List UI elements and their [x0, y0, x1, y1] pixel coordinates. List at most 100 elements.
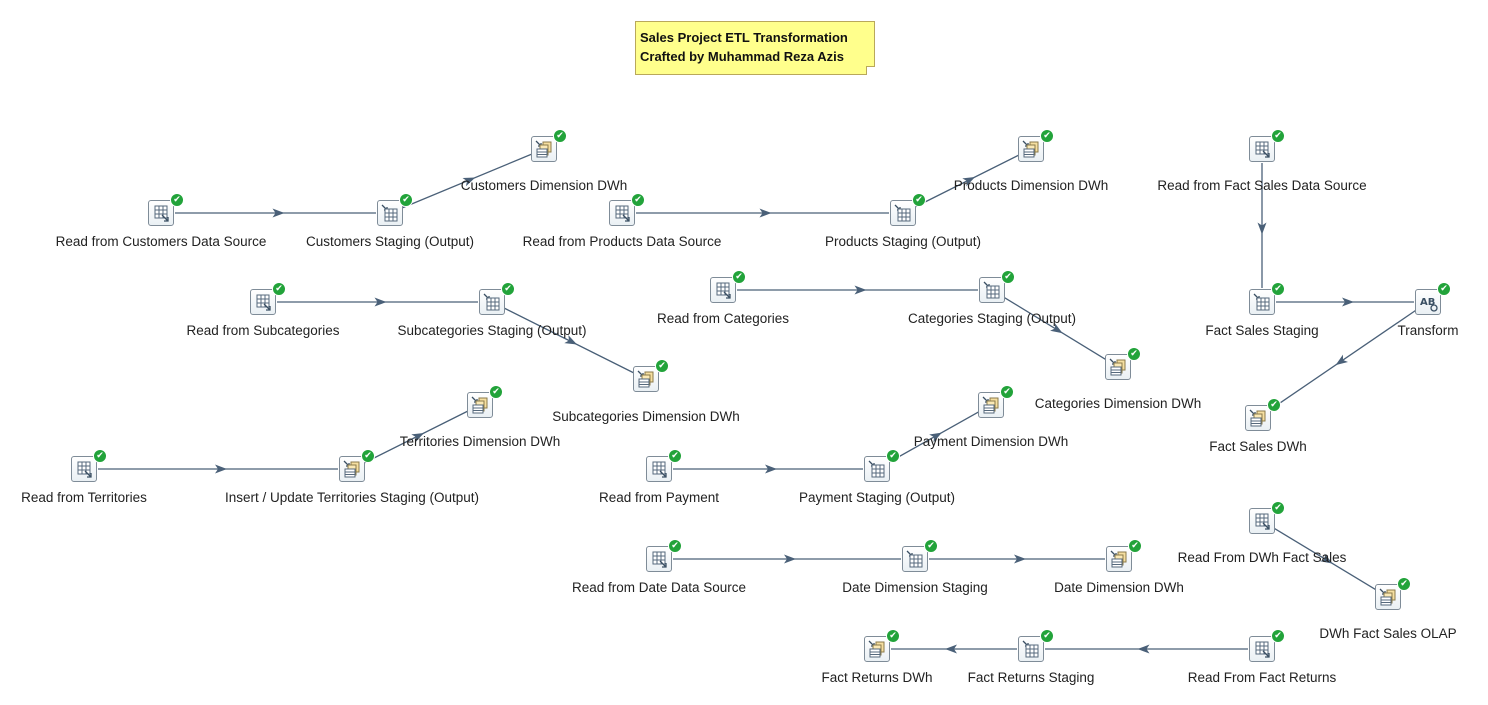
success-check-icon: ✔	[1271, 282, 1285, 296]
step-s9[interactable]: AB	[1415, 289, 1441, 315]
step-label: Territories Dimension DWh	[399, 434, 561, 449]
hop-arrow-icon	[1320, 553, 1333, 564]
success-check-icon: ✔	[631, 193, 645, 207]
success-check-icon: ✔	[1128, 539, 1142, 553]
success-check-icon: ✔	[1271, 629, 1285, 643]
hop-arrow-icon	[929, 432, 942, 443]
step-label: Fact Sales Staging	[1205, 323, 1319, 338]
canvas-note[interactable]: Sales Project ETL Transformation Crafted…	[635, 21, 875, 75]
hop-arrow-icon	[272, 208, 285, 218]
step-label: Read from Subcategories	[186, 323, 340, 338]
success-check-icon: ✔	[399, 193, 413, 207]
step-label: Subcategories Staging (Output)	[397, 323, 587, 338]
step-s3[interactable]	[531, 136, 557, 162]
step-label: Payment Staging (Output)	[798, 490, 956, 505]
step-label: Read from Territories	[21, 490, 147, 505]
table-output-icon	[983, 281, 1000, 299]
step-s12[interactable]	[479, 289, 505, 315]
step-label: Categories Staging (Output)	[907, 311, 1077, 326]
success-check-icon: ✔	[272, 282, 286, 296]
success-check-icon: ✔	[886, 449, 900, 463]
table-output-icon	[868, 460, 885, 478]
table-input-icon	[1255, 641, 1270, 658]
step-s17[interactable]	[71, 456, 97, 482]
step-s14[interactable]	[710, 277, 736, 303]
dimension-lookup-icon	[982, 396, 999, 414]
step-s10[interactable]	[1245, 405, 1271, 431]
step-s29[interactable]	[1018, 636, 1044, 662]
step-label: Payment Dimension DWh	[913, 434, 1069, 449]
step-label: Products Staging (Output)	[824, 234, 982, 249]
step-s28[interactable]	[1249, 636, 1275, 662]
hop-arrow-icon	[1137, 644, 1150, 654]
step-s15[interactable]	[979, 277, 1005, 303]
hop-arrow-icon	[784, 554, 796, 564]
success-check-icon: ✔	[924, 539, 938, 553]
step-s21[interactable]	[864, 456, 890, 482]
hop-arrow-icon	[215, 464, 227, 474]
success-check-icon: ✔	[886, 629, 900, 643]
success-check-icon: ✔	[1271, 501, 1285, 515]
step-s13[interactable]	[633, 366, 659, 392]
success-check-icon: ✔	[170, 193, 184, 207]
step-s27[interactable]	[1375, 584, 1401, 610]
success-check-icon: ✔	[1127, 347, 1141, 361]
step-label: Read from Date Data Source	[571, 580, 747, 595]
table-output-icon	[381, 204, 398, 222]
hop-arrow-icon	[1335, 354, 1349, 366]
hop-arrow-icon	[564, 335, 578, 345]
success-check-icon: ✔	[1001, 270, 1015, 284]
step-s20[interactable]	[646, 456, 672, 482]
step-s19[interactable]	[467, 392, 493, 418]
hop-arrow-icon	[945, 644, 957, 654]
step-s26[interactable]	[1249, 508, 1275, 534]
step-s8[interactable]	[1249, 289, 1275, 315]
step-label: Read from Payment	[598, 490, 720, 505]
step-s23[interactable]	[646, 546, 672, 572]
success-check-icon: ✔	[732, 270, 746, 284]
step-s2[interactable]	[377, 200, 403, 226]
table-input-icon	[615, 205, 630, 222]
success-check-icon: ✔	[1040, 629, 1054, 643]
step-s30[interactable]	[864, 636, 890, 662]
step-s4[interactable]	[609, 200, 635, 226]
table-input-icon	[716, 282, 731, 299]
step-s11[interactable]	[250, 289, 276, 315]
step-s22[interactable]	[978, 392, 1004, 418]
step-s18[interactable]	[339, 456, 365, 482]
success-check-icon: ✔	[668, 539, 682, 553]
step-label: Read from Categories	[656, 311, 790, 326]
step-s24[interactable]	[902, 546, 928, 572]
step-label: Fact Returns DWh	[821, 670, 933, 685]
step-s7[interactable]	[1249, 136, 1275, 162]
success-check-icon: ✔	[1000, 385, 1014, 399]
hop-s21-s22[interactable]	[888, 411, 980, 463]
step-s6[interactable]	[1018, 136, 1044, 162]
step-label: DWh Fact Sales OLAP	[1319, 626, 1457, 641]
hop-arrow-icon	[411, 432, 425, 443]
success-check-icon: ✔	[655, 359, 669, 373]
hop-s12-s13[interactable]	[504, 307, 634, 374]
hop-s5-s6[interactable]	[915, 154, 1019, 208]
dimension-lookup-icon	[868, 640, 885, 658]
success-check-icon: ✔	[1267, 398, 1281, 412]
dimension-lookup-icon	[1022, 140, 1039, 158]
step-label: Subcategories Dimension DWh	[552, 409, 740, 424]
step-s1[interactable]	[148, 200, 174, 226]
hop-s18-s19[interactable]	[364, 410, 468, 464]
success-check-icon: ✔	[1397, 577, 1411, 591]
success-check-icon: ✔	[1271, 129, 1285, 143]
table-input-icon	[1255, 513, 1270, 530]
step-s25[interactable]	[1106, 546, 1132, 572]
hop-arrow-icon	[1050, 323, 1063, 334]
step-label: Date Dimension Staging	[842, 580, 988, 595]
step-s5[interactable]	[890, 200, 916, 226]
step-s16[interactable]	[1105, 354, 1131, 380]
step-label: Categories Dimension DWh	[1034, 396, 1202, 411]
dimension-lookup-icon	[637, 370, 654, 388]
table-input-icon	[154, 205, 169, 222]
dimension-lookup-icon	[343, 460, 360, 478]
note-title-line: Sales Project ETL Transformation	[640, 30, 848, 45]
table-input-icon	[256, 294, 271, 311]
